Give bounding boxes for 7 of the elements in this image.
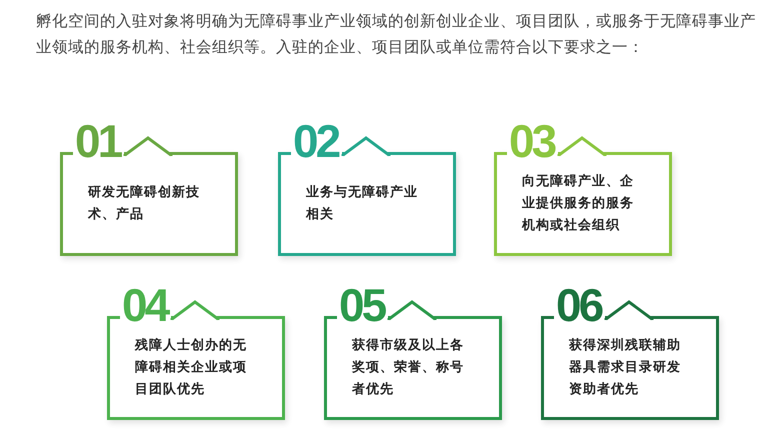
requirement-text: 获得市级及以上各奖项、荣誉、称号者优先 bbox=[352, 336, 465, 399]
requirement-text: 残障人士创办的无障碍相关企业或项目团队优先 bbox=[135, 336, 248, 399]
requirement-text: 研发无障碍创新技术、产品 bbox=[88, 184, 201, 224]
requirement-text: 业务与无障碍产业相关 bbox=[306, 184, 419, 224]
requirement-text: 获得深圳残联辅助器具需求目录研发资助者优先 bbox=[569, 337, 682, 399]
requirement-text: 向无障碍产业、企业提供服务的服务机构或社会组织 bbox=[522, 172, 635, 235]
intro-paragraph: 孵化空间的入驻对象将明确为无障碍事业产业领域的创新创业企业、项目团队，或服务于无障碍事业产业领域的服务机构、社会组织等。入驻的企业、项目团队或单位需符合以下要求之一： bbox=[36, 11, 757, 58]
